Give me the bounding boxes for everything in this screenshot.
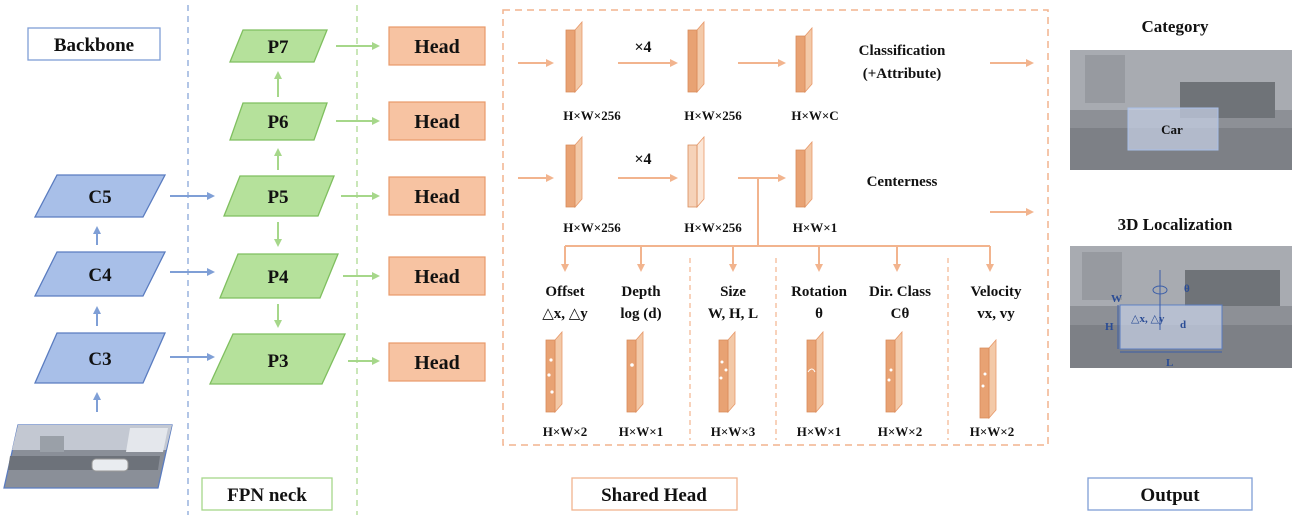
head-box-3: Head — [388, 176, 486, 216]
svg-text:Depth: Depth — [621, 284, 661, 300]
input-street-image — [3, 424, 173, 489]
svg-text:P5: P5 — [267, 187, 288, 208]
loc-delta-label: △x, △y — [1131, 313, 1165, 325]
shared-head-label-text: Shared Head — [601, 485, 707, 506]
loc-d-label: d — [1180, 319, 1186, 331]
regression-drops — [561, 246, 994, 272]
svg-text:P4: P4 — [267, 267, 289, 288]
loc-l-label: L — [1166, 357, 1173, 369]
ctr-dim-3: H×W×1 — [793, 220, 837, 235]
svg-text:Head: Head — [414, 36, 460, 58]
fpn-neck-section-label: FPN neck — [201, 477, 333, 511]
car-box-label: Car — [1161, 122, 1183, 137]
localization-title: 3D Localization — [1118, 215, 1233, 234]
svg-text:P3: P3 — [267, 351, 288, 372]
fpn-p5: P5 — [223, 175, 335, 217]
ctr-dim-2: H×W×256 — [684, 220, 742, 235]
svg-text:H×W×2: H×W×2 — [878, 424, 922, 439]
fpn-p3: P3 — [208, 333, 347, 385]
svg-text:P7: P7 — [267, 37, 289, 58]
backbone-c5: C5 — [33, 174, 167, 218]
svg-text:P6: P6 — [267, 112, 288, 133]
output-label-text: Output — [1140, 485, 1200, 506]
reg-head-depth: Depth log (d) H×W×1 — [619, 284, 663, 439]
loc-theta-label: θ — [1184, 283, 1190, 295]
svg-text:Offset: Offset — [545, 284, 584, 300]
cls-dim-1: H×W×256 — [563, 108, 621, 123]
fpn-p7: P7 — [229, 29, 328, 63]
svg-text:△x, △y: △x, △y — [542, 306, 588, 322]
classification-label: Classification — [859, 43, 946, 59]
backbone-section-label: Backbone — [27, 27, 161, 61]
svg-text:C5: C5 — [88, 187, 111, 208]
svg-text:Size: Size — [720, 284, 746, 300]
regression-heads: Offset △x, △y H×W×2 Depth log (d) H×W×1 … — [542, 284, 1022, 439]
svg-text:Head: Head — [414, 352, 460, 374]
output-section-label: Output — [1087, 477, 1253, 511]
reg-head-offset: Offset △x, △y H×W×2 — [542, 284, 588, 439]
shared-head-frame — [502, 9, 1049, 446]
svg-text:C3: C3 — [88, 349, 111, 370]
category-image: Car — [1070, 50, 1292, 170]
svg-text:Rotation: Rotation — [791, 284, 847, 300]
reg-head-dir-class: Dir. Class Cθ H×W×2 — [869, 284, 931, 439]
backbone-label-text: Backbone — [54, 35, 134, 56]
reg-head-rotation: Rotation θ H×W×1 — [791, 284, 847, 439]
cls-tensor-2 — [687, 20, 705, 94]
svg-text:Head: Head — [414, 111, 460, 133]
svg-text:W, H, L: W, H, L — [708, 306, 758, 322]
backbone-c4: C4 — [33, 251, 167, 297]
cls-repeat: ×4 — [634, 39, 651, 56]
ctr-dim-1: H×W×256 — [563, 220, 621, 235]
svg-text:log (d): log (d) — [620, 306, 661, 322]
head-box-4: Head — [388, 256, 486, 296]
attribute-label: (+Attribute) — [863, 66, 942, 82]
category-title: Category — [1141, 17, 1209, 36]
head-box-1: Head — [388, 26, 486, 66]
fpn-neck-label-text: FPN neck — [227, 485, 307, 506]
fpn-p6: P6 — [229, 102, 328, 141]
svg-text:vx, vy: vx, vy — [977, 306, 1015, 322]
ctr-tensor-3 — [795, 140, 813, 209]
svg-text:H×W×1: H×W×1 — [619, 424, 663, 439]
regression-trunk — [740, 177, 759, 246]
ctr-tensor-1 — [565, 135, 583, 209]
fpn-p4: P4 — [219, 253, 339, 299]
cls-tensor-3 — [795, 26, 813, 94]
ctr-tensor-2 — [687, 135, 705, 209]
shared-head-section-label: Shared Head — [571, 477, 738, 511]
reg-head-velocity: Velocity vx, vy H×W×2 — [970, 284, 1022, 439]
cls-dim-2: H×W×256 — [684, 108, 742, 123]
centerness-label: Centerness — [867, 174, 938, 190]
svg-text:H×W×2: H×W×2 — [970, 424, 1014, 439]
loc-w-label: W — [1111, 293, 1122, 305]
svg-text:Velocity: Velocity — [970, 284, 1022, 300]
svg-text:Head: Head — [414, 266, 460, 288]
loc-h-label: H — [1105, 321, 1114, 333]
svg-text:H×W×2: H×W×2 — [543, 424, 587, 439]
ctr-repeat: ×4 — [634, 151, 651, 168]
head-box-2: Head — [388, 101, 486, 141]
localization-image: W H L △x, △y d θ — [1070, 246, 1292, 369]
reg-head-size: Size W, H, L H×W×3 — [708, 284, 758, 439]
svg-text:H×W×3: H×W×3 — [711, 424, 756, 439]
svg-text:Dir. Class: Dir. Class — [869, 284, 931, 300]
cls-tensor-1 — [565, 20, 583, 94]
svg-text:Head: Head — [414, 186, 460, 208]
backbone-c3: C3 — [34, 332, 166, 384]
svg-text:Cθ: Cθ — [891, 306, 910, 322]
head-box-5: Head — [388, 342, 486, 382]
svg-text:H×W×1: H×W×1 — [797, 424, 841, 439]
svg-text:C4: C4 — [88, 265, 112, 286]
svg-text:θ: θ — [815, 306, 823, 322]
cls-dim-3: H×W×C — [791, 108, 838, 123]
